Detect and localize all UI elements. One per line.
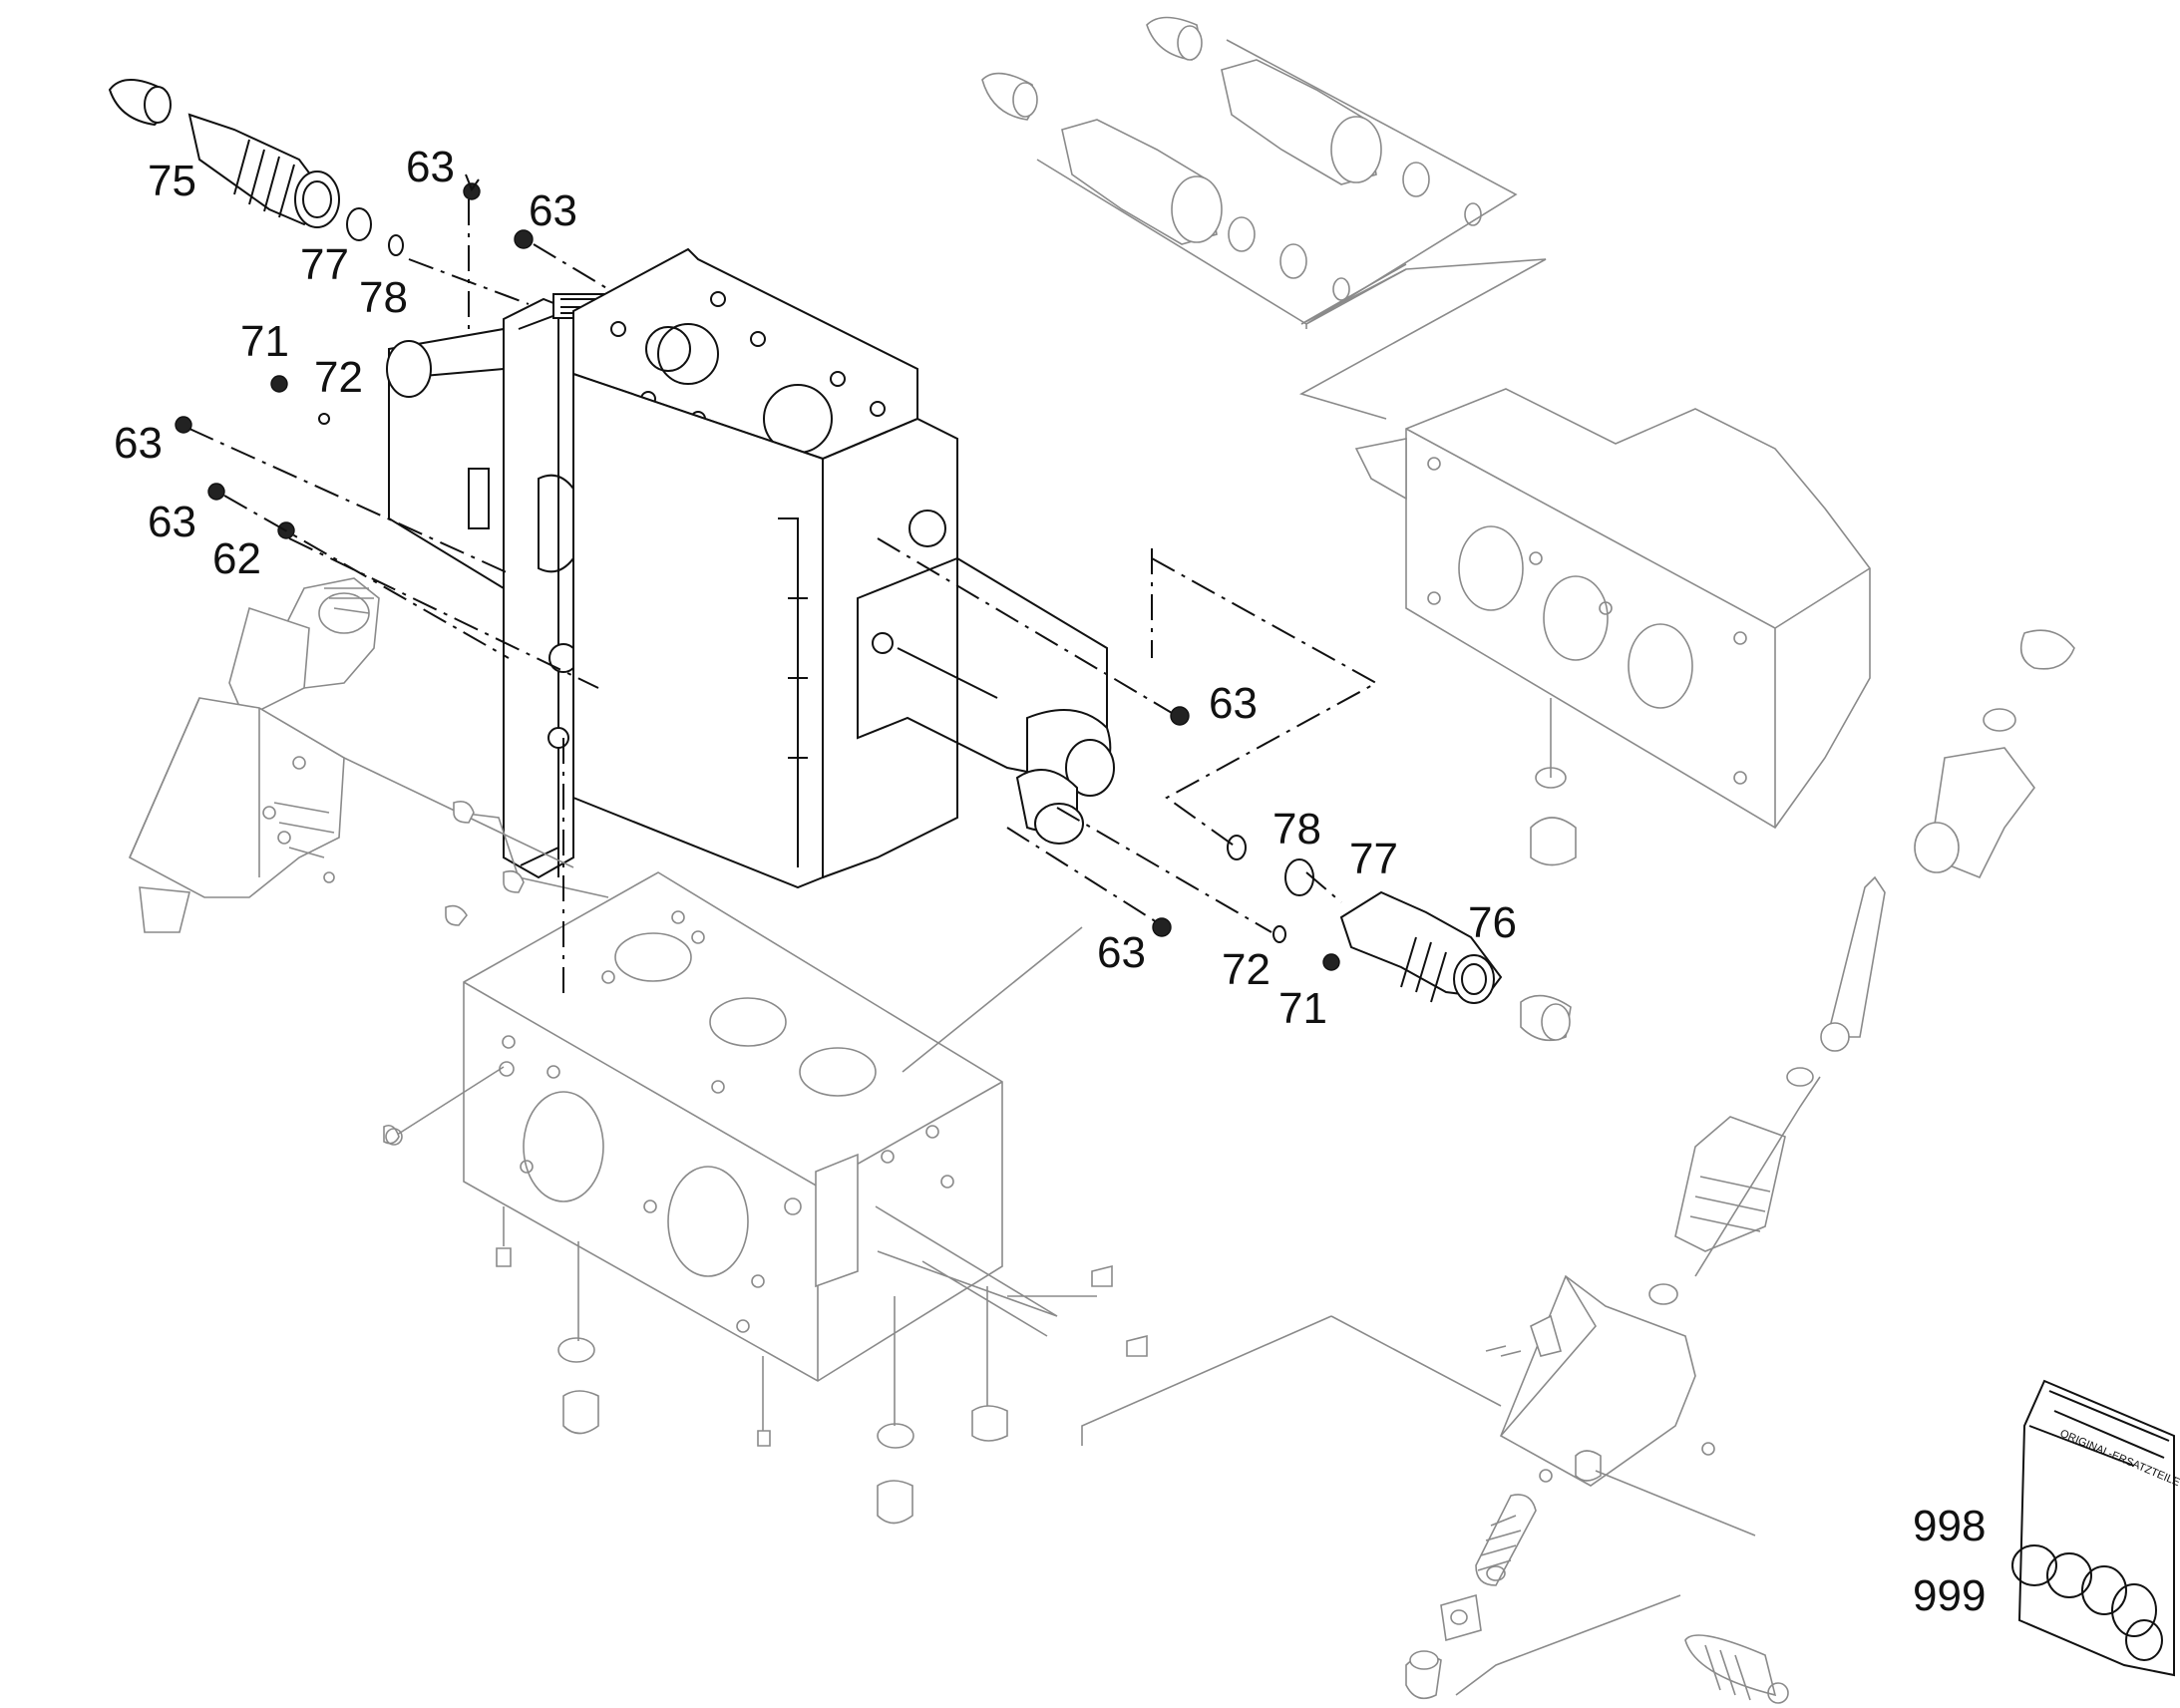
callout-72-top: 72 <box>314 353 363 402</box>
callout-63-top-b: 63 <box>529 186 577 235</box>
cartridge-76 <box>1227 835 1572 1042</box>
callout-62: 62 <box>212 534 261 583</box>
cartridge-75-top <box>108 79 404 256</box>
right-solenoid-stack <box>1081 629 2075 1704</box>
callout-63-left-b: 63 <box>148 498 196 546</box>
callout-63-right: 63 <box>1209 679 1258 728</box>
callout-77-bottom: 77 <box>1349 835 1398 883</box>
callout-998: 998 <box>1913 1502 1986 1550</box>
callout-63-bottom: 63 <box>1097 928 1146 977</box>
callout-71-top: 71 <box>240 317 289 366</box>
callout-71-bottom: 71 <box>1278 984 1327 1033</box>
main-valve-block <box>386 247 1115 889</box>
callout-78-top: 78 <box>359 273 408 322</box>
callout-77-top: 77 <box>300 240 349 289</box>
callout-75-top: 75 <box>148 157 196 205</box>
callout-78-bottom: 78 <box>1272 805 1321 854</box>
callout-labels: 75 63 63 77 78 71 72 63 63 62 63 78 77 7… <box>114 143 1986 1620</box>
left-solenoid <box>128 577 574 933</box>
cartridges-top-right <box>981 16 1547 420</box>
fasteners <box>175 173 1190 937</box>
callout-63-left-a: 63 <box>114 419 163 468</box>
callout-63-top-a: 63 <box>406 143 455 191</box>
lower-manifold-block <box>383 800 1148 1525</box>
callout-999: 999 <box>1913 1571 1986 1620</box>
callout-76: 76 <box>1468 898 1517 947</box>
callout-72-bottom: 72 <box>1222 945 1271 994</box>
right-upper-block <box>1354 388 1871 866</box>
seal-kit-bag: ORIGINAL-ERSATZTEILE <box>2011 1379 2180 1677</box>
leader-lines <box>188 199 1379 997</box>
